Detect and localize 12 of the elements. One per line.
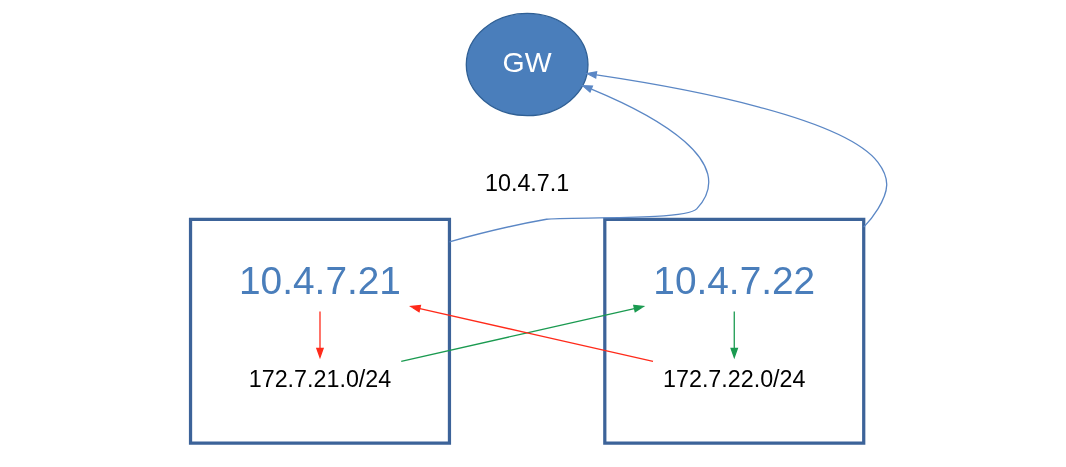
arrow	[315, 310, 324, 360]
node-text: 172.7.22.0/24	[662, 365, 806, 392]
arrow	[729, 310, 738, 360]
arrow	[448, 84, 709, 243]
cluster	[602, 217, 865, 445]
node-text: 10.4.7.21	[238, 259, 401, 303]
node-label: 10.4.7.1	[484, 170, 569, 197]
node-text: 172.7.21.0/24	[248, 365, 391, 392]
cluster	[188, 217, 451, 445]
node-ellipse: GW	[465, 12, 589, 117]
arrow	[584, 70, 887, 228]
node-text: 10.4.7.22	[652, 259, 815, 303]
